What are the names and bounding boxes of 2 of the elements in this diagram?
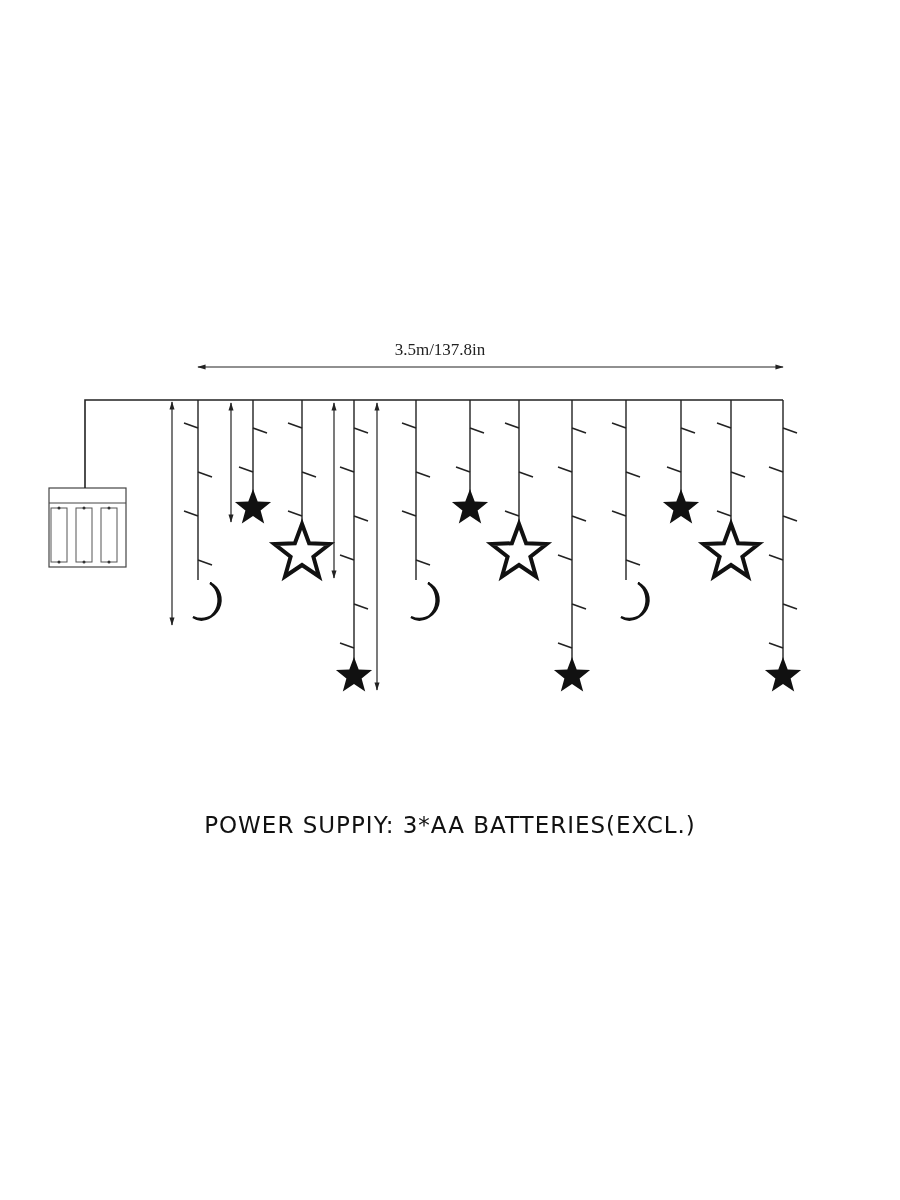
caption: POWER SUPPIY: 3*AA BATTERIES(EXCL.) — [203, 812, 697, 838]
dimension-label: 3.5m/137.8in — [393, 340, 487, 360]
